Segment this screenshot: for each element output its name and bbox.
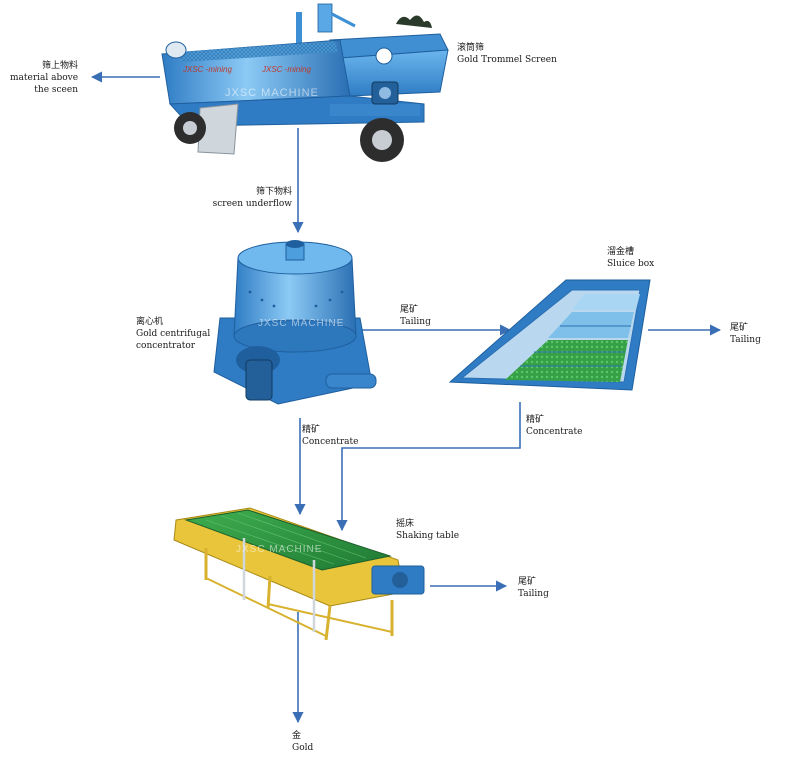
tailing-3-label-cn: 尾矿 [518,577,537,587]
centrifuge-label-en-2: concentrator [136,341,196,351]
watermark-trommel: JXSC MACHINE [225,87,319,99]
concentrate-1-label-en: Concentrate [302,437,359,447]
centrifuge-label-en-1: Gold centrifugal [136,329,211,339]
tailing-1-label-en: Tailing [400,317,431,327]
tailing-2-label-cn: 尾矿 [730,323,749,333]
shaking-table-image: JXSC MACHINE [173,507,425,641]
gold-label: 金 Gold [292,730,313,754]
shaking-table-label: 摇床 Shaking table [396,518,459,542]
watermark-centrifuge: JXSC MACHINE [258,318,344,329]
concentrate-2-label-en: Concentrate [526,427,583,437]
oversize-label: 筛上物料 material above the sceen [10,60,78,96]
trommel-label-en: Gold Trommel Screen [457,55,557,65]
trommel-label-cn: 滚筒筛 [457,43,485,53]
flow-arrows [90,71,722,724]
underflow-label: 筛下物料 screen underflow [206,186,292,210]
tailing-3-label-en: Tailing [518,589,549,599]
sluice-label: 溜金槽 Sluice box [607,246,654,270]
shaking-table-label-cn: 摇床 [396,519,415,529]
watermark-table: JXSC MACHINE [236,544,322,555]
gold-label-en: Gold [292,743,314,753]
gold-label-cn: 金 [292,731,302,741]
arrow-concentrate-2 [336,402,521,532]
underflow-label-en: screen underflow [212,199,292,209]
trommel-label: 滚筒筛 Gold Trommel Screen [457,42,557,66]
concentrate-1-label: 精矿 Concentrate [302,424,359,448]
tailing-2-label-en: Tailing [730,335,761,345]
centrifuge-label-cn: 离心机 [136,317,164,327]
tailing-3-label: 尾矿 Tailing [518,576,549,600]
sluice-box-image [448,279,651,391]
tailing-2-label: 尾矿 Tailing [730,322,761,346]
shaking-table-label-en: Shaking table [396,531,460,541]
centrifuge-label: 离心机 Gold centrifugal concentrator [136,316,210,352]
trommel-brand-right: JXSC -mining [261,65,311,74]
tailing-1-label: 尾矿 Tailing [400,304,431,328]
underflow-label-cn: 筛下物料 [255,187,292,197]
concentrate-2-label: 精矿 Concentrate [526,414,583,438]
oversize-label-cn: 筛上物料 [41,61,78,71]
trommel-machine-image: JXSC -mining JXSC -mining JXSC MACHINE [161,3,449,162]
concentrate-2-label-cn: 精矿 [526,415,545,425]
centrifuge-machine-image: JXSC MACHINE [213,240,377,405]
tailing-1-label-cn: 尾矿 [400,305,419,315]
sluice-label-en: Sluice box [607,259,655,269]
sluice-label-cn: 溜金槽 [607,247,635,257]
oversize-label-en-2: the sceen [34,85,78,95]
trommel-brand-left: JXSC -mining [182,65,232,74]
oversize-label-en-1: material above [10,73,79,83]
concentrate-1-label-cn: 精矿 [302,425,321,435]
